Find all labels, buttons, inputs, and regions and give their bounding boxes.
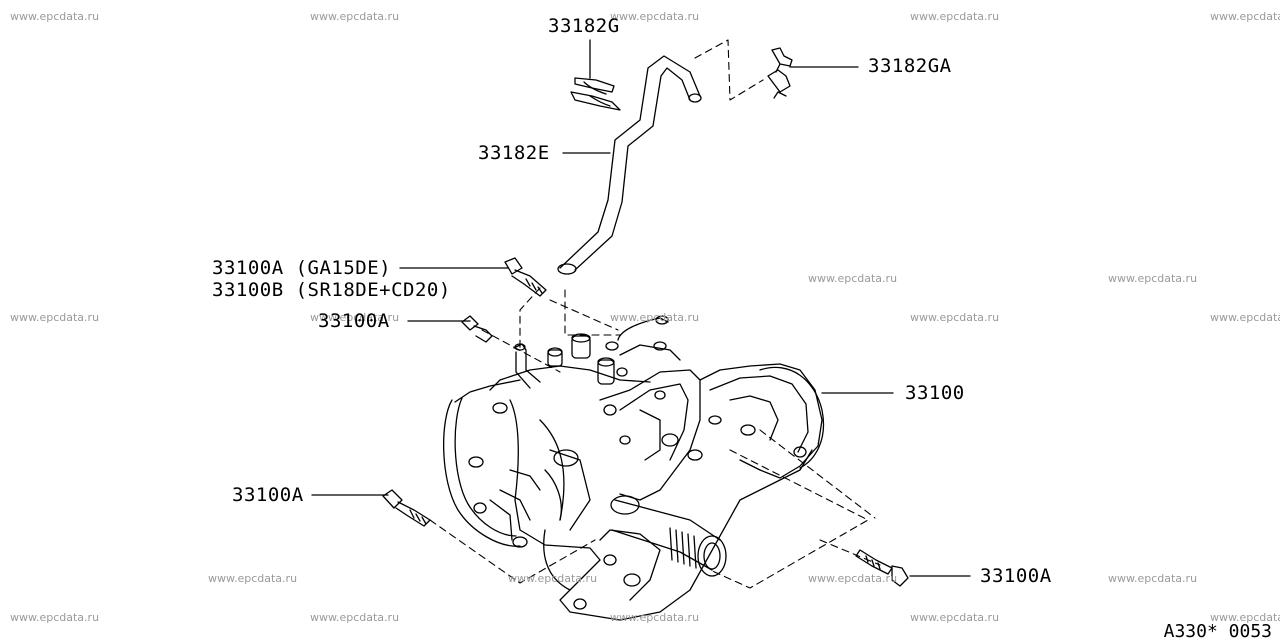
- watermark: www.epcdata.ru: [310, 611, 400, 624]
- watermark: www.epcdata.ru: [1210, 311, 1280, 324]
- leader-lines: [311, 39, 971, 577]
- bolt-33100a-top: [504, 257, 547, 297]
- dashed-lines: [429, 39, 881, 589]
- part-label-33182ga: 33182GA: [868, 55, 952, 77]
- watermark: www.epcdata.ru: [910, 611, 1000, 624]
- diagram-code: A330* 0053: [1163, 621, 1272, 642]
- watermark: www.epcdata.ru: [310, 10, 400, 23]
- part-label-33100a-left: 33100A: [232, 484, 304, 506]
- watermark: www.epcdata.ru: [610, 611, 700, 624]
- part-label-33100a-mid: 33100A: [318, 310, 390, 332]
- part-label-33100a-ga15de: 33100A (GA15DE): [212, 257, 392, 279]
- watermark: www.epcdata.ru: [1210, 10, 1280, 23]
- part-label-33100b-sr18de: 33100B (SR18DE+CD20): [212, 279, 451, 301]
- watermark: www.epcdata.ru: [808, 272, 898, 285]
- bolt-33100a-mid: [461, 315, 493, 343]
- part-label-33182g: 33182G: [548, 15, 620, 37]
- part-label-33182e: 33182E: [478, 142, 550, 164]
- watermark: www.epcdata.ru: [610, 10, 700, 23]
- watermark: www.epcdata.ru: [910, 10, 1000, 23]
- part-label-33100a-right: 33100A: [980, 565, 1052, 587]
- watermark: www.epcdata.ru: [10, 10, 100, 23]
- watermark: www.epcdata.ru: [10, 311, 100, 324]
- watermark: www.epcdata.ru: [1108, 272, 1198, 285]
- watermark: www.epcdata.ru: [508, 572, 598, 585]
- watermark: www.epcdata.ru: [610, 311, 700, 324]
- hose-clip-33182ga: [767, 47, 793, 99]
- watermark: www.epcdata.ru: [310, 311, 400, 324]
- breather-hose: [557, 55, 702, 275]
- transfer-case-body: [442, 315, 825, 621]
- bolt-33100a-left: [382, 489, 431, 527]
- breather-nipple: [513, 343, 541, 389]
- watermark: www.epcdata.ru: [1210, 611, 1280, 624]
- watermark: www.epcdata.ru: [910, 311, 1000, 324]
- watermark: www.epcdata.ru: [808, 572, 898, 585]
- hose-clip-33182g: [570, 77, 621, 111]
- watermark: www.epcdata.ru: [10, 611, 100, 624]
- watermark: www.epcdata.ru: [1108, 572, 1198, 585]
- watermark: www.epcdata.ru: [208, 572, 298, 585]
- part-label-33100: 33100: [905, 382, 965, 404]
- bolt-33100a-right: [855, 549, 909, 587]
